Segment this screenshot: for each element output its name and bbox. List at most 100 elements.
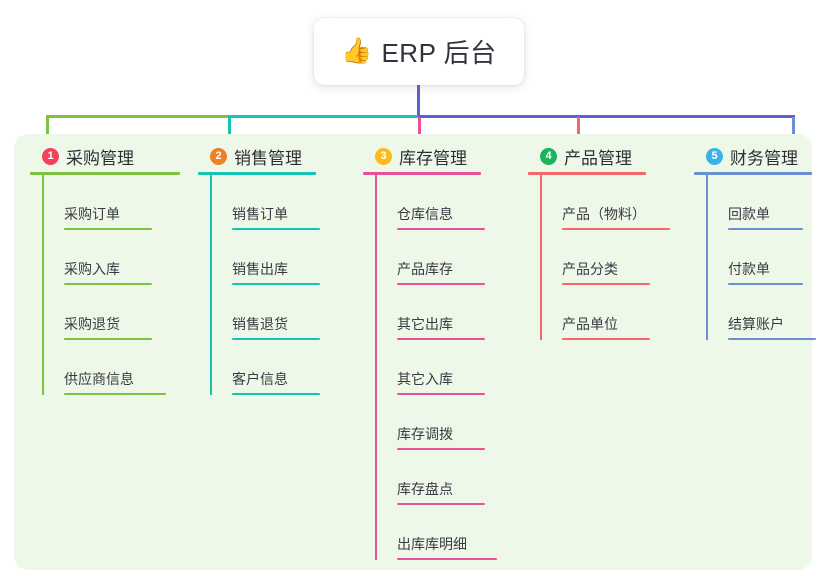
branch-item-label: 结算账户 bbox=[728, 316, 784, 332]
branch-item-label: 销售退货 bbox=[232, 316, 288, 332]
branch-item[interactable]: 销售订单 bbox=[210, 175, 320, 230]
branch-item-label: 产品（物料） bbox=[562, 206, 646, 222]
branch-item[interactable]: 产品分类 bbox=[540, 230, 650, 285]
branch-item-label: 销售订单 bbox=[232, 206, 288, 222]
branch-column-1: 1 采购管理采购订单采购入库采购退货供应商信息 bbox=[30, 145, 180, 395]
branch-item-underline bbox=[64, 338, 152, 340]
branch-item-label: 供应商信息 bbox=[64, 371, 134, 387]
branch-item[interactable]: 库存盘点 bbox=[375, 450, 485, 505]
thumbs-up-icon: 👍 bbox=[341, 37, 373, 65]
branch-item[interactable]: 销售退货 bbox=[210, 285, 320, 340]
branch-underline-4 bbox=[528, 172, 646, 175]
branch-title-2: 销售管理 bbox=[234, 148, 302, 168]
branch-title-4: 产品管理 bbox=[564, 148, 632, 168]
branch-item[interactable]: 仓库信息 bbox=[375, 175, 485, 230]
branch-item-underline bbox=[232, 228, 320, 230]
branch-item-underline bbox=[562, 283, 650, 285]
branch-item[interactable]: 结算账户 bbox=[706, 285, 816, 340]
branch-item-underline bbox=[397, 558, 497, 560]
branch-children-2: 销售订单销售出库销售退货客户信息 bbox=[210, 175, 320, 395]
branch-item-underline bbox=[232, 283, 320, 285]
branch-item-label: 产品分类 bbox=[562, 261, 618, 277]
branch-panel bbox=[14, 134, 812, 570]
branch-item-label: 库存盘点 bbox=[397, 481, 453, 497]
branch-children-1: 采购订单采购入库采购退货供应商信息 bbox=[42, 175, 180, 395]
branch-children-4: 产品（物料） 产品分类产品单位 bbox=[540, 175, 670, 340]
branch-item[interactable]: 付款单 bbox=[706, 230, 812, 285]
branch-item-label: 采购订单 bbox=[64, 206, 120, 222]
root-node[interactable]: 👍 ERP 后台 bbox=[314, 18, 524, 85]
branch-title-5: 财务管理 bbox=[730, 148, 798, 168]
branch-item-label: 销售出库 bbox=[232, 261, 288, 277]
branch-title-3: 库存管理 bbox=[399, 148, 467, 168]
branch-underline-5 bbox=[694, 172, 812, 175]
branch-item[interactable]: 其它出库 bbox=[375, 285, 485, 340]
branch-item-underline bbox=[64, 393, 166, 395]
branch-badge-2: 2 bbox=[210, 147, 227, 165]
connector-bar-segment-1 bbox=[46, 115, 228, 118]
branch-item-underline bbox=[728, 228, 803, 230]
branch-children-5: 回款单付款单结算账户 bbox=[706, 175, 816, 340]
branch-item-underline bbox=[397, 283, 485, 285]
branch-item-label: 产品单位 bbox=[562, 316, 618, 332]
branch-item-label: 回款单 bbox=[728, 206, 770, 222]
branch-item-underline bbox=[728, 283, 803, 285]
branch-item-underline bbox=[397, 338, 485, 340]
branch-item[interactable]: 产品单位 bbox=[540, 285, 650, 340]
branch-item-underline bbox=[64, 283, 152, 285]
branch-item[interactable]: 供应商信息 bbox=[42, 340, 180, 395]
connector-drop-3 bbox=[418, 117, 421, 145]
branch-stem-1 bbox=[42, 175, 44, 395]
root-connector-line bbox=[417, 85, 420, 117]
branch-item-label: 出库库明细 bbox=[397, 536, 467, 552]
branch-item-underline bbox=[562, 338, 650, 340]
branch-item-label: 采购入库 bbox=[64, 261, 120, 277]
branch-item[interactable]: 其它入库 bbox=[375, 340, 485, 395]
branch-badge-5: 5 bbox=[706, 147, 723, 165]
branch-column-2: 2 销售管理销售订单销售出库销售退货客户信息 bbox=[198, 145, 320, 395]
branch-header-5[interactable]: 5 财务管理 bbox=[694, 145, 812, 168]
branch-header-1[interactable]: 1 采购管理 bbox=[30, 145, 180, 168]
branch-item-label: 付款单 bbox=[728, 261, 770, 277]
branch-item-underline bbox=[397, 228, 485, 230]
branch-item-label: 其它入库 bbox=[397, 371, 453, 387]
branch-column-5: 5 财务管理回款单付款单结算账户 bbox=[694, 145, 816, 340]
branch-underline-2 bbox=[198, 172, 316, 175]
branch-item-underline bbox=[562, 228, 670, 230]
connector-drop-5 bbox=[792, 117, 795, 145]
branch-item[interactable]: 回款单 bbox=[706, 175, 812, 230]
connector-drop-2 bbox=[228, 117, 231, 145]
branch-item[interactable]: 客户信息 bbox=[210, 340, 320, 395]
branch-stem-2 bbox=[210, 175, 212, 395]
branch-item-underline bbox=[397, 393, 485, 395]
branch-stem-4 bbox=[540, 175, 542, 340]
branch-item-label: 产品库存 bbox=[397, 261, 453, 277]
branch-stem-5 bbox=[706, 175, 708, 340]
branch-header-4[interactable]: 4 产品管理 bbox=[528, 145, 646, 168]
branch-underline-3 bbox=[363, 172, 481, 175]
branch-item[interactable]: 出库库明细 bbox=[375, 505, 497, 560]
branch-item[interactable]: 采购订单 bbox=[42, 175, 180, 230]
branch-header-2[interactable]: 2 销售管理 bbox=[198, 145, 316, 168]
branch-item[interactable]: 采购退货 bbox=[42, 285, 180, 340]
branch-badge-1: 1 bbox=[42, 147, 59, 165]
branch-badge-4: 4 bbox=[540, 147, 557, 165]
branch-item[interactable]: 销售出库 bbox=[210, 230, 320, 285]
branch-title-1: 采购管理 bbox=[66, 148, 134, 168]
branch-item-label: 库存调拨 bbox=[397, 426, 453, 442]
branch-item[interactable]: 采购入库 bbox=[42, 230, 180, 285]
branch-item[interactable]: 产品库存 bbox=[375, 230, 485, 285]
branch-item-underline bbox=[232, 393, 320, 395]
branch-item-label: 仓库信息 bbox=[397, 206, 453, 222]
connector-bar-segment-3 bbox=[418, 115, 795, 118]
branch-stem-3 bbox=[375, 175, 377, 560]
connector-drop-1 bbox=[46, 117, 49, 145]
branch-item-underline bbox=[397, 503, 485, 505]
branch-item-label: 其它出库 bbox=[397, 316, 453, 332]
branch-item[interactable]: 产品（物料） bbox=[540, 175, 670, 230]
branch-item-label: 采购退货 bbox=[64, 316, 120, 332]
branch-item[interactable]: 库存调拨 bbox=[375, 395, 485, 450]
branch-children-3: 仓库信息产品库存其它出库其它入库库存调拨库存盘点出库库明细 bbox=[375, 175, 497, 560]
